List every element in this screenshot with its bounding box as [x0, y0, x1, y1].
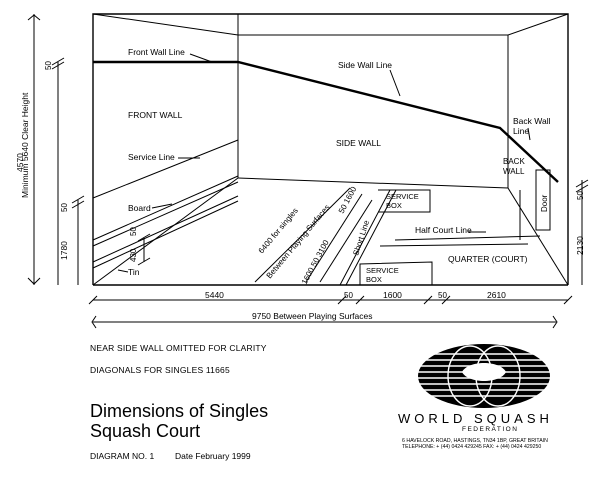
diagonals-note: DIAGONALS FOR SINGLES 11665	[90, 365, 230, 375]
dim-50-right-label: 50	[576, 191, 585, 200]
back-wall-label-2: WALL	[503, 167, 525, 176]
leader-tin	[117, 269, 129, 273]
diagonal-dims-label-2: 50 1600	[337, 185, 359, 215]
dim-50-left-label: 50	[60, 203, 69, 212]
tick	[137, 233, 151, 242]
tin-line-a	[92, 195, 239, 263]
leader-board	[151, 203, 173, 209]
back-wall-line-label-1: Back Wall	[513, 116, 551, 126]
tin-line-b	[92, 200, 239, 269]
door-label: Door	[540, 194, 549, 212]
dim-50-top-label: 50	[44, 61, 53, 70]
service-line-label: Service Line	[128, 152, 175, 162]
service-box-bottom-label-2: BOX	[366, 275, 382, 284]
leader-side-wall-line	[389, 69, 401, 97]
back-wall-label-1: BACK	[503, 157, 525, 166]
service-box-bottom-label-1: SERVICE	[366, 266, 399, 275]
dim-5440-label: 5440	[205, 290, 224, 300]
board-label: Board	[128, 203, 151, 213]
logo-federation: FEDERATION	[462, 426, 519, 433]
diagonal-dim-3	[319, 199, 373, 283]
bracket-right	[552, 315, 558, 329]
dim-1780-label: 1780	[59, 241, 69, 260]
short-line-2	[345, 189, 397, 286]
board-line-a	[92, 175, 239, 241]
bracket-top	[27, 14, 41, 21]
quarter-label: QUARTER (COURT)	[448, 254, 528, 264]
tick	[355, 295, 365, 305]
service-box-top	[378, 189, 431, 213]
tin-label: Tin	[128, 267, 140, 277]
side-wall-line-label: Side Wall Line	[338, 60, 392, 70]
logo-address-1: 6 HAVELOCK ROAD, HASTINGS, TN34 1BP, GRE…	[402, 438, 548, 444]
tick	[51, 57, 65, 66]
half-court-line-label: Half Court Line	[415, 225, 472, 235]
floor-far-edge	[237, 177, 509, 189]
front-ceiling-diag	[92, 13, 239, 36]
court-outline	[92, 13, 569, 285]
dim-50-tin-label: 50	[129, 227, 138, 236]
door-rect	[535, 169, 551, 231]
logo-name: WORLD SQUASH	[398, 411, 553, 426]
dim-2610-label: 2610	[487, 290, 506, 300]
logo-address-2: TELEPHONE: + (44) 0424 429245 FAX: + (44…	[402, 444, 542, 450]
tick	[563, 295, 573, 305]
dim-2130-label: 2130	[575, 236, 585, 255]
clear-height-label: Minimum 5640 Clear Height	[20, 92, 30, 198]
front-wall-label: FRONT WALL	[128, 110, 183, 120]
bracket-bottom	[27, 277, 41, 285]
service-box-top-label-2: BOX	[386, 201, 402, 210]
tick	[137, 257, 151, 266]
dim-1600-label: 1600	[383, 290, 402, 300]
service-box-bottom	[359, 261, 433, 285]
dim-50b-label: 50	[438, 291, 447, 300]
diagonal-dim-1	[254, 187, 351, 283]
total-length-label: 9750 Between Playing Surfaces	[252, 311, 373, 321]
short-line	[339, 189, 391, 286]
dim-50a-label: 50	[344, 291, 353, 300]
diagram-date: Date February 1999	[175, 451, 251, 461]
leader-front-wall-line	[189, 53, 213, 63]
tick	[575, 179, 589, 188]
diagonal-dims-label: 1600 50 3100	[300, 238, 331, 286]
globe-logo-icon	[418, 344, 550, 408]
tick	[575, 184, 589, 193]
diagram-number: DIAGRAM NO. 1	[90, 451, 155, 461]
tick	[51, 61, 65, 70]
side-wall-label: SIDE WALL	[336, 138, 381, 148]
diagonal-dim-2	[305, 193, 363, 283]
near-side-note: NEAR SIDE WALL OMITTED FOR CLARITY	[90, 343, 267, 353]
tick	[88, 295, 98, 305]
front-floor-diag	[92, 177, 239, 286]
back-ceiling-diag	[507, 13, 569, 36]
service-line	[92, 139, 239, 199]
back-wall-line-label-2: Line	[513, 126, 529, 136]
board-line-b	[92, 181, 239, 247]
tick	[337, 295, 347, 305]
dim-430-label: 430	[129, 248, 138, 262]
bracket-left	[91, 315, 97, 329]
tick	[441, 295, 451, 305]
diagram-title-line-1: Dimensions of Singles	[90, 401, 269, 421]
front-wall-line-label: Front Wall Line	[128, 47, 185, 57]
front-wall-line	[93, 60, 559, 183]
leader-back-wall-line	[527, 127, 531, 141]
tick	[71, 195, 85, 204]
half-court-line-2	[379, 243, 529, 247]
service-box-top-label-1: SERVICE	[386, 192, 419, 201]
dim-4570-label: 4570	[15, 153, 25, 172]
diagram-title-line-2: Squash Court	[90, 421, 201, 441]
half-court-line	[394, 235, 541, 241]
tick	[423, 295, 433, 305]
short-line-label: Short Line	[351, 219, 371, 257]
tick	[71, 200, 85, 209]
